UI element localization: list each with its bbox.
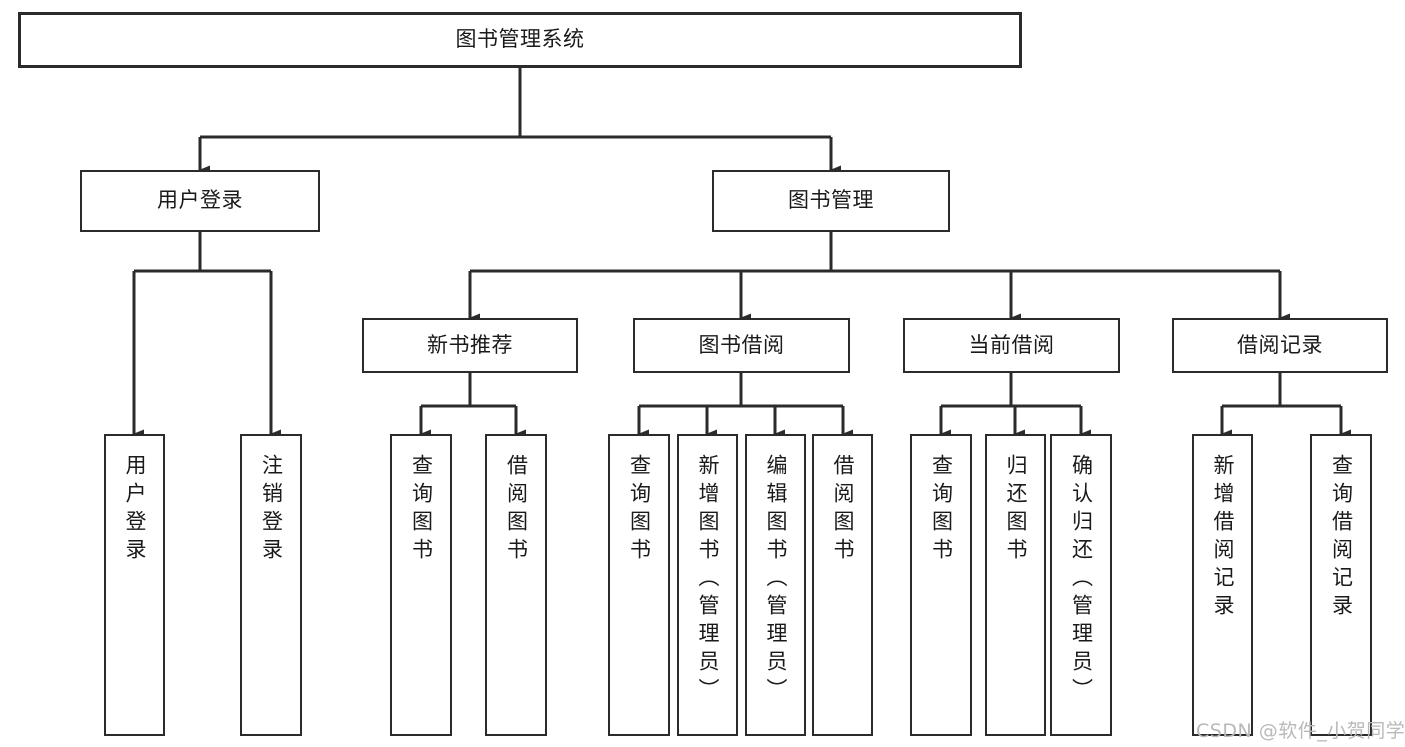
node-level3-1[interactable]: 图书借阅 (633, 318, 850, 373)
node-leaf-7[interactable]: 借阅图书 (812, 434, 873, 736)
node-leaf-6[interactable]: 编辑图书（管理员） (745, 434, 806, 736)
node-label: 借阅记录 (1237, 332, 1323, 357)
node-leaf-0[interactable]: 用户登录 (104, 434, 165, 736)
node-label: 用户登录 (157, 188, 243, 213)
node-root[interactable]: 图书管理系统 (18, 12, 1022, 68)
node-label: 新增借阅记录 (1211, 454, 1235, 622)
node-label: 图书管理 (788, 188, 874, 213)
node-level2-1[interactable]: 图书管理 (712, 170, 950, 232)
node-label: 注销登录 (259, 454, 284, 566)
node-leaf-10[interactable]: 确认归还（管理员） (1050, 434, 1112, 736)
node-label: 确认归还（管理员） (1069, 454, 1094, 706)
node-label: 图书借阅 (698, 332, 785, 357)
node-leaf-4[interactable]: 查询图书 (608, 434, 670, 736)
node-label: 用户登录 (123, 454, 147, 566)
node-label: 归还图书 (1004, 454, 1028, 566)
node-label: 借阅图书 (831, 454, 855, 566)
node-leaf-2[interactable]: 查询图书 (390, 434, 452, 736)
node-level3-0[interactable]: 新书推荐 (362, 318, 578, 373)
node-label: 查询图书 (409, 454, 434, 566)
node-label: 新书推荐 (427, 332, 513, 357)
node-leaf-5[interactable]: 新增图书（管理员） (677, 434, 738, 736)
node-level3-2[interactable]: 当前借阅 (903, 318, 1120, 373)
node-leaf-9[interactable]: 归还图书 (985, 434, 1046, 736)
node-leaf-1[interactable]: 注销登录 (240, 434, 302, 736)
watermark-text: CSDN @软件_小贺同学 (1196, 720, 1405, 742)
node-leaf-3[interactable]: 借阅图书 (485, 434, 547, 736)
node-label: 当前借阅 (968, 332, 1055, 357)
node-label: 查询借阅记录 (1329, 454, 1354, 622)
node-level3-3[interactable]: 借阅记录 (1172, 318, 1388, 373)
node-label: 图书管理系统 (455, 27, 585, 52)
node-label: 新增图书（管理员） (696, 454, 720, 706)
node-level2-0[interactable]: 用户登录 (80, 170, 320, 232)
node-leaf-12[interactable]: 查询借阅记录 (1310, 434, 1372, 736)
node-leaf-8[interactable]: 查询图书 (910, 434, 972, 736)
node-label: 查询图书 (627, 454, 652, 566)
node-leaf-11[interactable]: 新增借阅记录 (1192, 434, 1253, 736)
node-label: 查询图书 (929, 454, 954, 566)
node-label: 借阅图书 (504, 454, 529, 566)
node-label: 编辑图书（管理员） (764, 454, 788, 706)
